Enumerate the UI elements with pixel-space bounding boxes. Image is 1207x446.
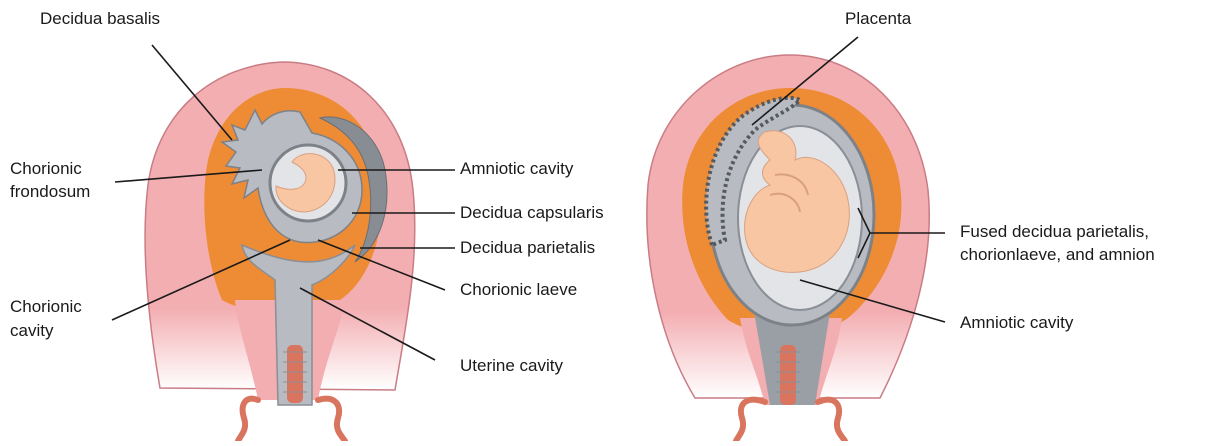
label-uterine-cavity: Uterine cavity [460,355,563,377]
label-left-amniotic-cavity: Amniotic cavity [460,158,573,180]
label-fused-membranes-line1: Fused decidua parietalis, [960,221,1149,243]
label-right-amniotic-cavity: Amniotic cavity [960,312,1073,334]
label-chorionic-cavity-line2: cavity [10,320,53,342]
left-cervix-plug [287,345,303,403]
right-vaginal-wall-right [818,400,845,441]
left-uterus [145,62,415,441]
label-fused-membranes-line2: chorionlaeve, and amnion [960,244,1155,266]
label-chorionic-cavity-line1: Chorionic [10,296,82,318]
left-vaginal-wall-left [238,399,258,441]
label-decidua-parietalis: Decidua parietalis [460,237,595,259]
right-uterus [647,55,929,441]
label-decidua-basalis: Decidua basalis [40,8,160,30]
label-chorionic-frondosum-line1: Chorionic [10,158,82,180]
label-decidua-capsularis: Decidua capsularis [460,202,604,224]
right-vaginal-wall-left [736,400,765,441]
label-chorionic-frondosum-line2: frondosum [10,181,90,203]
label-placenta: Placenta [845,8,911,30]
right-cervix-plug [780,345,796,405]
label-chorionic-laeve: Chorionic laeve [460,279,577,301]
left-vaginal-wall-right [318,399,345,441]
